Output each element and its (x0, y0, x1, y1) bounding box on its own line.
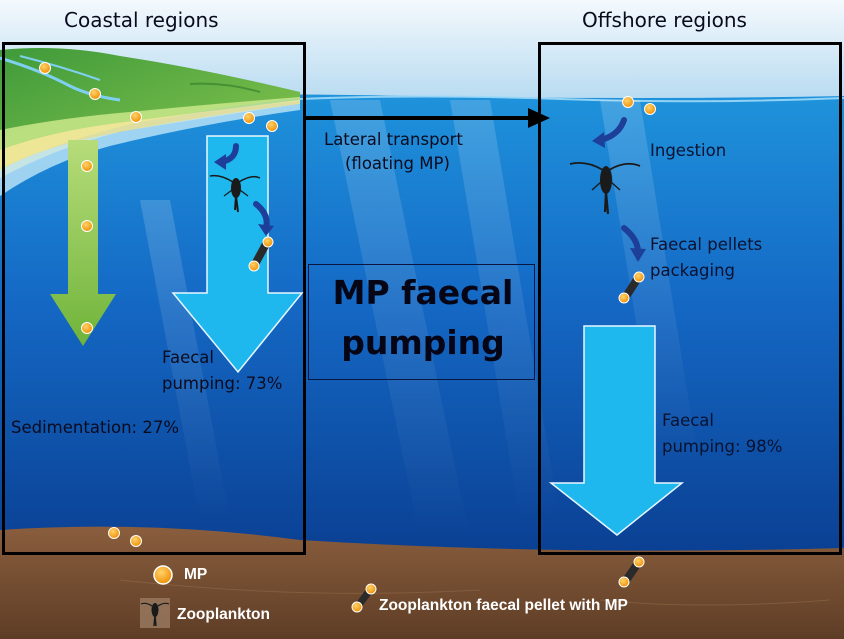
lateral-transport-label: Lateral transport (324, 130, 463, 149)
offshore-region-heading: Offshore regions (582, 8, 747, 32)
title-box (308, 264, 535, 380)
zooplankton-icon (569, 161, 641, 215)
legend-mp-icon (153, 565, 173, 585)
sedimentation-label: Sedimentation: 27% (11, 418, 180, 437)
faecal-pellet-icon (618, 271, 645, 304)
legend-pellet-label: Zooplankton faecal pellet with MP (379, 597, 628, 614)
lateral-transport-arrow (304, 108, 550, 128)
coastal-region-box (2, 42, 306, 555)
diagram-title: MP faecal pumping (312, 268, 534, 368)
offshore-pumping-percent: pumping: 98% (662, 437, 783, 456)
zooplankton-icon (209, 174, 261, 213)
mp-particles (39, 62, 656, 547)
offshore-pumping-arrow (548, 325, 685, 536)
legend-zooplankton-label: Zooplankton (177, 606, 270, 623)
coastal-region-heading: Coastal regions (64, 8, 219, 32)
coastal-pumping-arrow (171, 135, 304, 374)
coastal-pumping-percent: pumping: 73% (162, 374, 283, 393)
lateral-transport-sublabel: (floating MP) (345, 154, 450, 173)
faecal-pellet-icon (618, 556, 645, 588)
legend-pellet-icon (351, 583, 377, 613)
coastline-land (0, 48, 300, 196)
ingestion-label: Ingestion (650, 141, 727, 160)
sedimentation-arrow (50, 140, 116, 346)
offshore-pumping-label: Faecal (662, 411, 715, 430)
faecal-pellets-label: Faecal pellets (650, 235, 763, 254)
legend-mp-label: MP (184, 566, 208, 583)
faecal-pellets-sublabel: packaging (650, 261, 736, 280)
light-rays (140, 100, 700, 540)
coastal-pumping-label: Faecal (162, 348, 215, 367)
offshore-region-box (538, 42, 842, 555)
legend-zooplankton-icon (140, 598, 170, 628)
faecal-pellet-icon (248, 236, 274, 272)
title-line-2: pumping (341, 323, 505, 362)
title-line-1: MP faecal (332, 273, 514, 312)
water-surface-line (299, 95, 844, 103)
